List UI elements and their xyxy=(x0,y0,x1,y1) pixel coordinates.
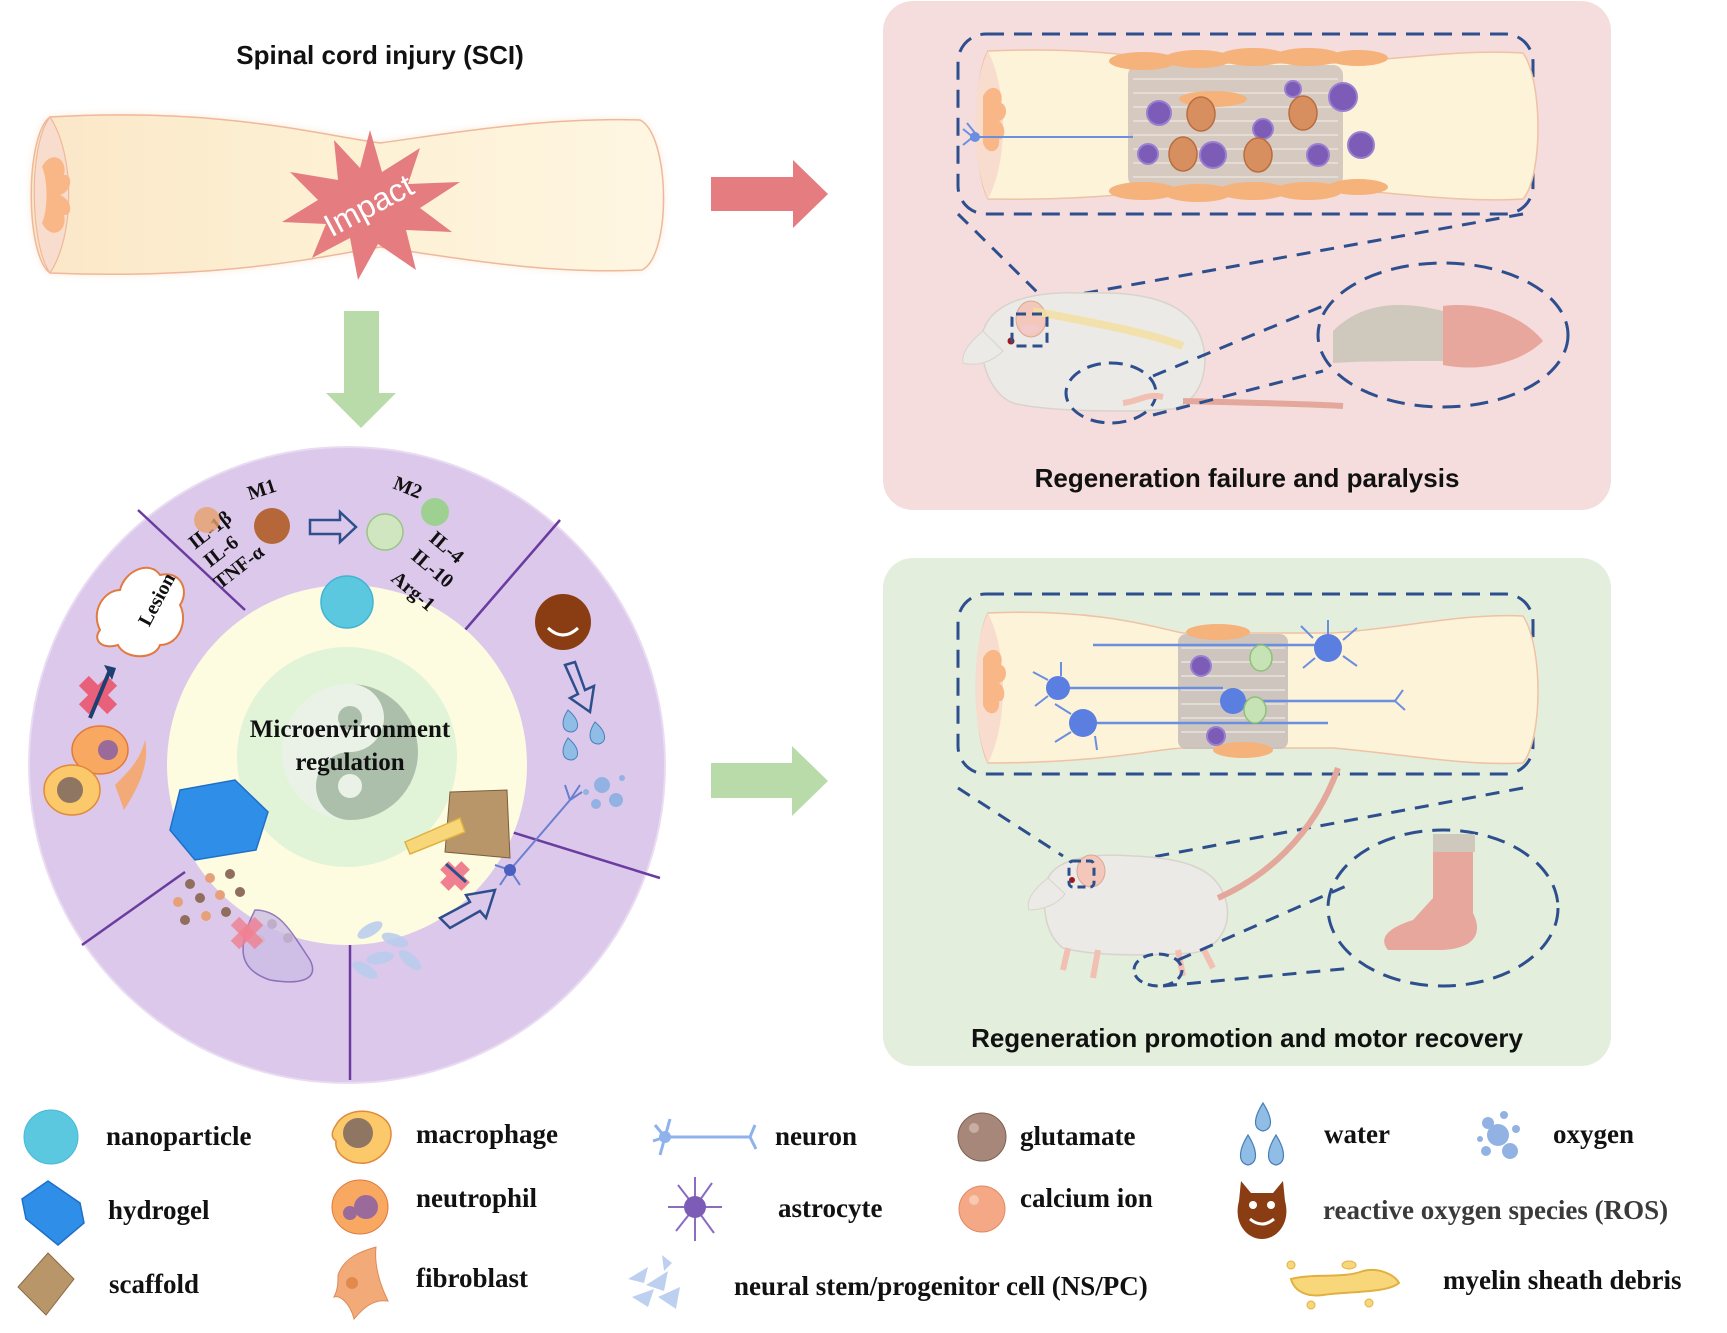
m2-cytokine-cluster-icon xyxy=(421,498,449,526)
legend-item: myelin sheath debris xyxy=(1283,1253,1727,1317)
myelin-debris-icon xyxy=(404,816,466,855)
inhibition-icon xyxy=(78,665,118,719)
legend-item: neutrophil xyxy=(330,1177,590,1237)
microenvironment-wheel: M1 IL-1β IL-6 TNF-α M2 IL-4 IL-10 Arg-1 xyxy=(28,446,666,1084)
myelin-debris-icon xyxy=(1286,1260,1401,1310)
legend-item: scaffold xyxy=(16,1249,276,1321)
rat-body xyxy=(1043,854,1229,956)
legend-item: macrophage xyxy=(326,1105,586,1165)
rat-body xyxy=(981,292,1206,412)
recovery-illustration xyxy=(956,592,1560,988)
nanoparticle-icon xyxy=(23,1109,79,1165)
nspc-cluster-icon xyxy=(352,921,422,979)
failure-arrow-icon xyxy=(711,160,828,228)
legend: nanoparticle macrophage neuron glutamate… xyxy=(0,1101,1727,1333)
legend-item: calcium ion xyxy=(955,1179,1215,1239)
impact-burst: Impact xyxy=(282,130,460,280)
blocked-icon xyxy=(440,861,470,891)
legend-item: oxygen xyxy=(1468,1105,1708,1165)
legend-item: astrocyte xyxy=(660,1171,920,1243)
polarization-arrow-icon xyxy=(308,509,358,545)
neutrophil-icon xyxy=(331,1179,389,1235)
hydrogel-icon xyxy=(169,779,269,861)
differentiation-arrow-icon xyxy=(437,888,497,930)
water-icon xyxy=(1239,1101,1285,1166)
calcium-ion-icon xyxy=(958,1185,1006,1233)
impact-burst-shape xyxy=(282,130,460,280)
nanoparticle-icon xyxy=(320,575,374,629)
glutamate-icon xyxy=(957,1112,1007,1162)
legend-item: hydrogel xyxy=(18,1175,278,1246)
yin-yang-icon xyxy=(282,684,418,820)
legend-item: reactive oxygen species (ROS) xyxy=(1233,1171,1727,1243)
scavenging-arrow-icon xyxy=(563,660,596,715)
m1-macrophage-icon xyxy=(254,508,290,544)
failure-outcome-title: Regeneration failure and paralysis xyxy=(1034,463,1460,493)
paw-zoom-circle xyxy=(1316,261,1570,409)
ros-icon xyxy=(1237,1181,1287,1239)
macrophage-icon xyxy=(331,1110,392,1164)
outcome-panel-recovery: Regeneration promotion and motor recover… xyxy=(883,558,1611,1066)
fibroblast-icon xyxy=(115,740,147,810)
blocked-icon xyxy=(230,916,264,950)
oxygen-icon xyxy=(1477,1111,1520,1159)
recovery-outcome-title: Regeneration promotion and motor recover… xyxy=(971,1023,1523,1053)
legend-item: water xyxy=(1228,1099,1428,1169)
wheel-center-title-line2: regulation xyxy=(295,749,405,776)
ros-icon xyxy=(535,594,591,650)
oxygen-icon xyxy=(583,775,625,809)
scaffold-icon xyxy=(17,1252,75,1316)
paw-zoom-circle xyxy=(1326,828,1560,988)
m2-macrophage-icon xyxy=(366,513,404,551)
legend-item: neuron xyxy=(650,1107,870,1167)
hydrogel-icon xyxy=(21,1180,85,1246)
outcome-panel-failure: Regeneration failure and paralysis xyxy=(883,1,1611,510)
legend-item: fibroblast xyxy=(330,1245,590,1321)
sci-title: Spinal cord injury (SCI) xyxy=(236,40,524,70)
recovery-arrow-icon xyxy=(711,746,828,816)
astrocyte-icon xyxy=(668,1177,722,1241)
legend-item: glutamate xyxy=(955,1107,1195,1167)
lesion-cloud-icon xyxy=(95,566,185,658)
legend-item: neural stem/progenitor cell (NS/PC) xyxy=(622,1249,1242,1321)
water-icon xyxy=(562,709,605,761)
failure-illustration xyxy=(956,32,1570,425)
nspc-icon xyxy=(628,1255,680,1309)
sector-dividers xyxy=(81,509,661,1080)
down-arrow-icon xyxy=(326,311,396,428)
neuron-icon xyxy=(652,1118,758,1156)
rat-tail xyxy=(1216,766,1341,901)
legend-item: nanoparticle xyxy=(20,1107,280,1167)
m1-cytokine-cluster-icon xyxy=(194,507,220,533)
fibroblast-icon xyxy=(333,1246,389,1321)
wheel-center-title-line1: Microenvironment xyxy=(249,716,451,743)
